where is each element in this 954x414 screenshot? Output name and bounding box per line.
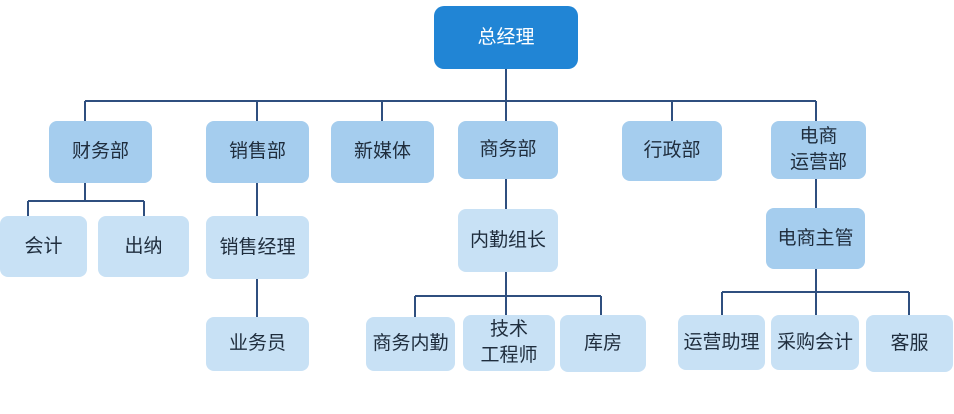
admin-department-node: 行政部 xyxy=(622,121,722,181)
ecommerce-operations-department-node: 电商 运营部 xyxy=(771,121,866,179)
business-department-node: 商务部 xyxy=(458,121,558,179)
finance-department-node: 财务部 xyxy=(49,121,152,183)
storage-node: 库房 xyxy=(560,315,646,372)
accountant-node: 会计 xyxy=(0,216,87,277)
connector-finance-children xyxy=(27,183,145,216)
operations-assistant-node: 运营助理 xyxy=(678,315,765,370)
new-media-node: 新媒体 xyxy=(331,121,434,183)
general-manager-node: 总经理 xyxy=(434,6,578,69)
ecommerce-lead-node: 电商主管 xyxy=(766,208,865,269)
connector-lead-children xyxy=(414,272,602,317)
inner-team-lead-node: 内勤组长 xyxy=(458,209,558,272)
sales-department-node: 销售部 xyxy=(206,121,309,183)
cashier-node: 出纳 xyxy=(98,216,189,277)
procurement-accountant-node: 采购会计 xyxy=(771,315,859,370)
business-inner-node: 商务内勤 xyxy=(366,317,455,371)
tech-engineer-node: 技术 工程师 xyxy=(463,315,555,371)
connector-ecomlead-children xyxy=(721,269,910,315)
customer-service-node: 客服 xyxy=(866,315,953,372)
sales-manager-node: 销售经理 xyxy=(206,216,309,279)
salesman-node: 业务员 xyxy=(206,317,309,371)
